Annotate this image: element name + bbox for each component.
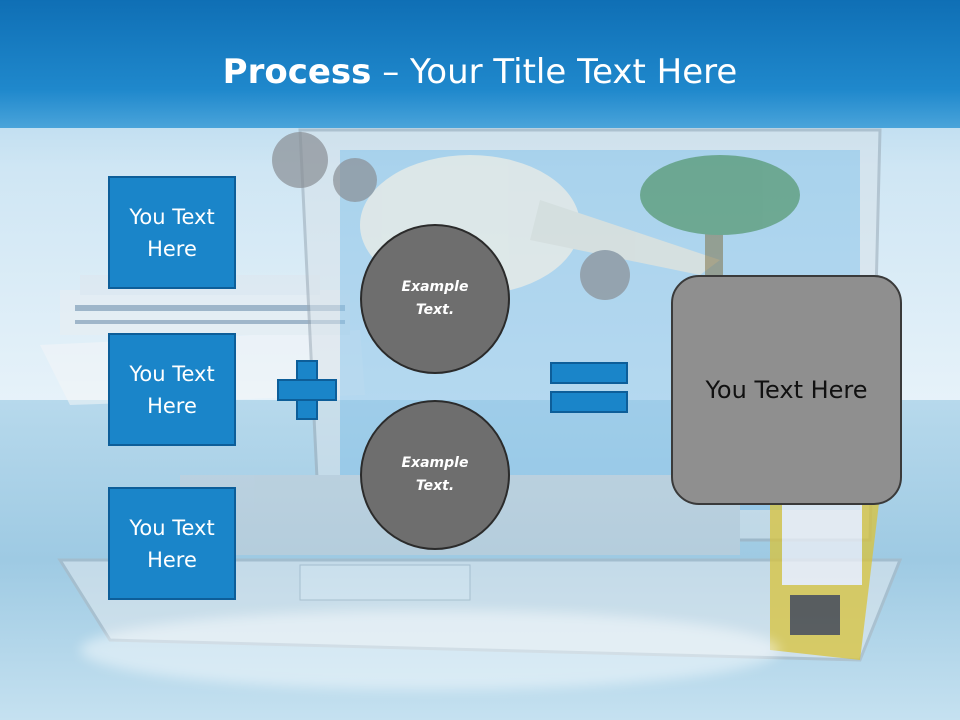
input-box-1[interactable]: You Text Here xyxy=(108,176,236,289)
result-box[interactable]: You Text Here xyxy=(671,275,902,505)
water-splash xyxy=(80,610,780,690)
circle-1-label: Example Text. xyxy=(401,279,469,318)
input-box-1-label: You Text Here xyxy=(129,204,215,261)
circle-2[interactable]: Example Text. xyxy=(360,400,510,550)
gps-device-image xyxy=(770,495,880,660)
slide-title[interactable]: Process – Your Title Text Here xyxy=(0,52,960,92)
title-bold: Process xyxy=(222,52,372,92)
equals-icon-top xyxy=(550,362,628,384)
input-box-3[interactable]: You Text Here xyxy=(108,487,236,600)
title-rest: Your Title Text Here xyxy=(410,52,738,92)
input-box-2[interactable]: You Text Here xyxy=(108,333,236,446)
title-bar xyxy=(0,0,960,128)
equals-icon-bottom xyxy=(550,391,628,413)
input-box-3-label: You Text Here xyxy=(129,515,215,572)
circle-2-label: Example Text. xyxy=(401,455,469,494)
title-dash: – xyxy=(371,52,411,92)
result-box-label: You Text Here xyxy=(705,376,868,404)
plus-icon-center xyxy=(298,381,316,399)
circle-1[interactable]: Example Text. xyxy=(360,224,510,374)
input-box-2-label: You Text Here xyxy=(129,361,215,418)
